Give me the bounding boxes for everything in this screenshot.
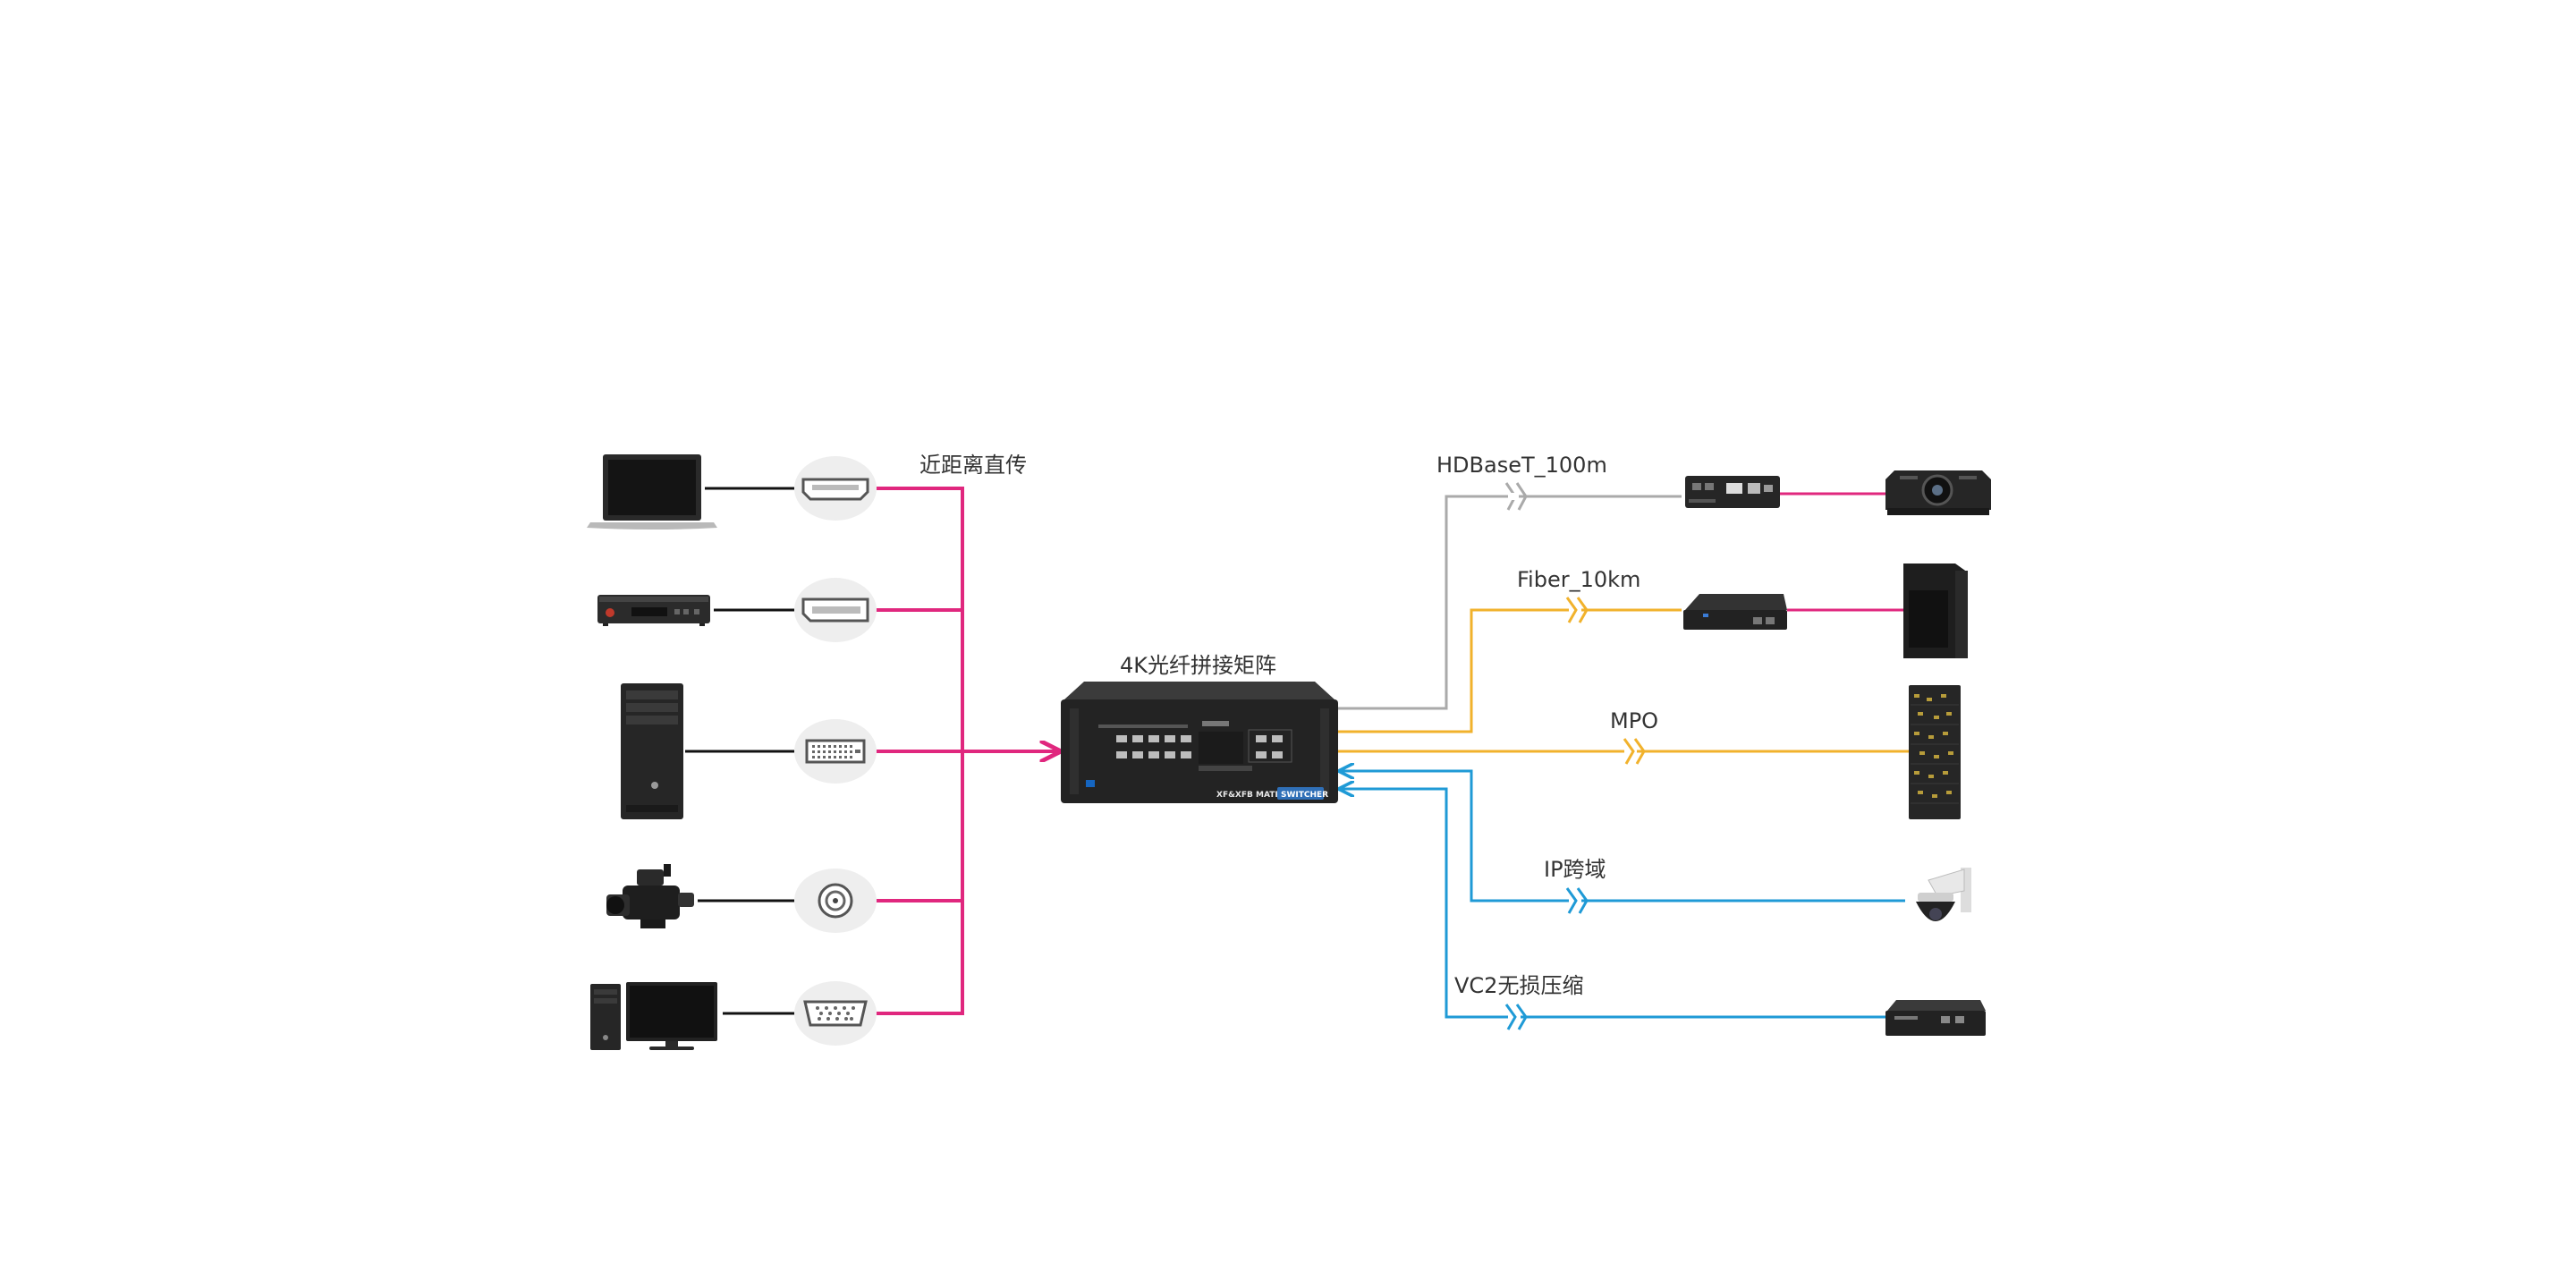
projector-icon <box>1885 470 1991 515</box>
ip-link <box>1340 771 1905 914</box>
matrix-switcher-icon: XF&XFB MATRIX SWITCHER <box>1061 682 1338 803</box>
label-vc2: VC2无损压缩 <box>1454 973 1583 998</box>
video-camera-icon <box>606 864 694 928</box>
hdbaset-link <box>1338 482 1682 710</box>
matrix-title: 4K光纤拼接矩阵 <box>1120 653 1276 678</box>
desktop-tower-icon <box>621 683 683 819</box>
label-ip-cross: IP跨域 <box>1544 857 1606 882</box>
label-near-direct: 近距离直传 <box>919 453 1027 478</box>
source-links <box>685 487 1059 1015</box>
fiber-receiver-icon <box>1683 594 1787 630</box>
ptz-camera-icon <box>1916 868 1971 921</box>
label-hdbaset: HDBaseT_100m <box>1436 453 1607 478</box>
fiber-link <box>1338 597 1682 733</box>
label-fiber: Fiber_10km <box>1517 567 1640 592</box>
matrix-switcher-label: SWITCHER <box>1281 791 1328 800</box>
display-tower-icon <box>1903 564 1968 658</box>
label-mpo: MPO <box>1610 708 1658 733</box>
desktop-computer-monitor-icon <box>590 982 717 1050</box>
mpo-link <box>1338 738 1911 765</box>
bnc-sdi-port-icon <box>794 869 877 933</box>
hdmi-port-icon <box>794 456 877 521</box>
blu-ray-player-icon <box>597 595 710 626</box>
displayport-icon <box>794 578 877 642</box>
server-rack-icon <box>1909 685 1961 819</box>
vc2-encoder-icon <box>1885 1000 1986 1036</box>
laptop-icon <box>587 454 717 530</box>
matrix-model-label: XF&XFB MATRIX <box>1216 791 1291 800</box>
vga-port-icon <box>794 981 877 1046</box>
dvi-port-icon <box>794 719 877 784</box>
vc2-link <box>1340 789 1885 1030</box>
hdbaset-receiver-icon <box>1685 476 1780 508</box>
